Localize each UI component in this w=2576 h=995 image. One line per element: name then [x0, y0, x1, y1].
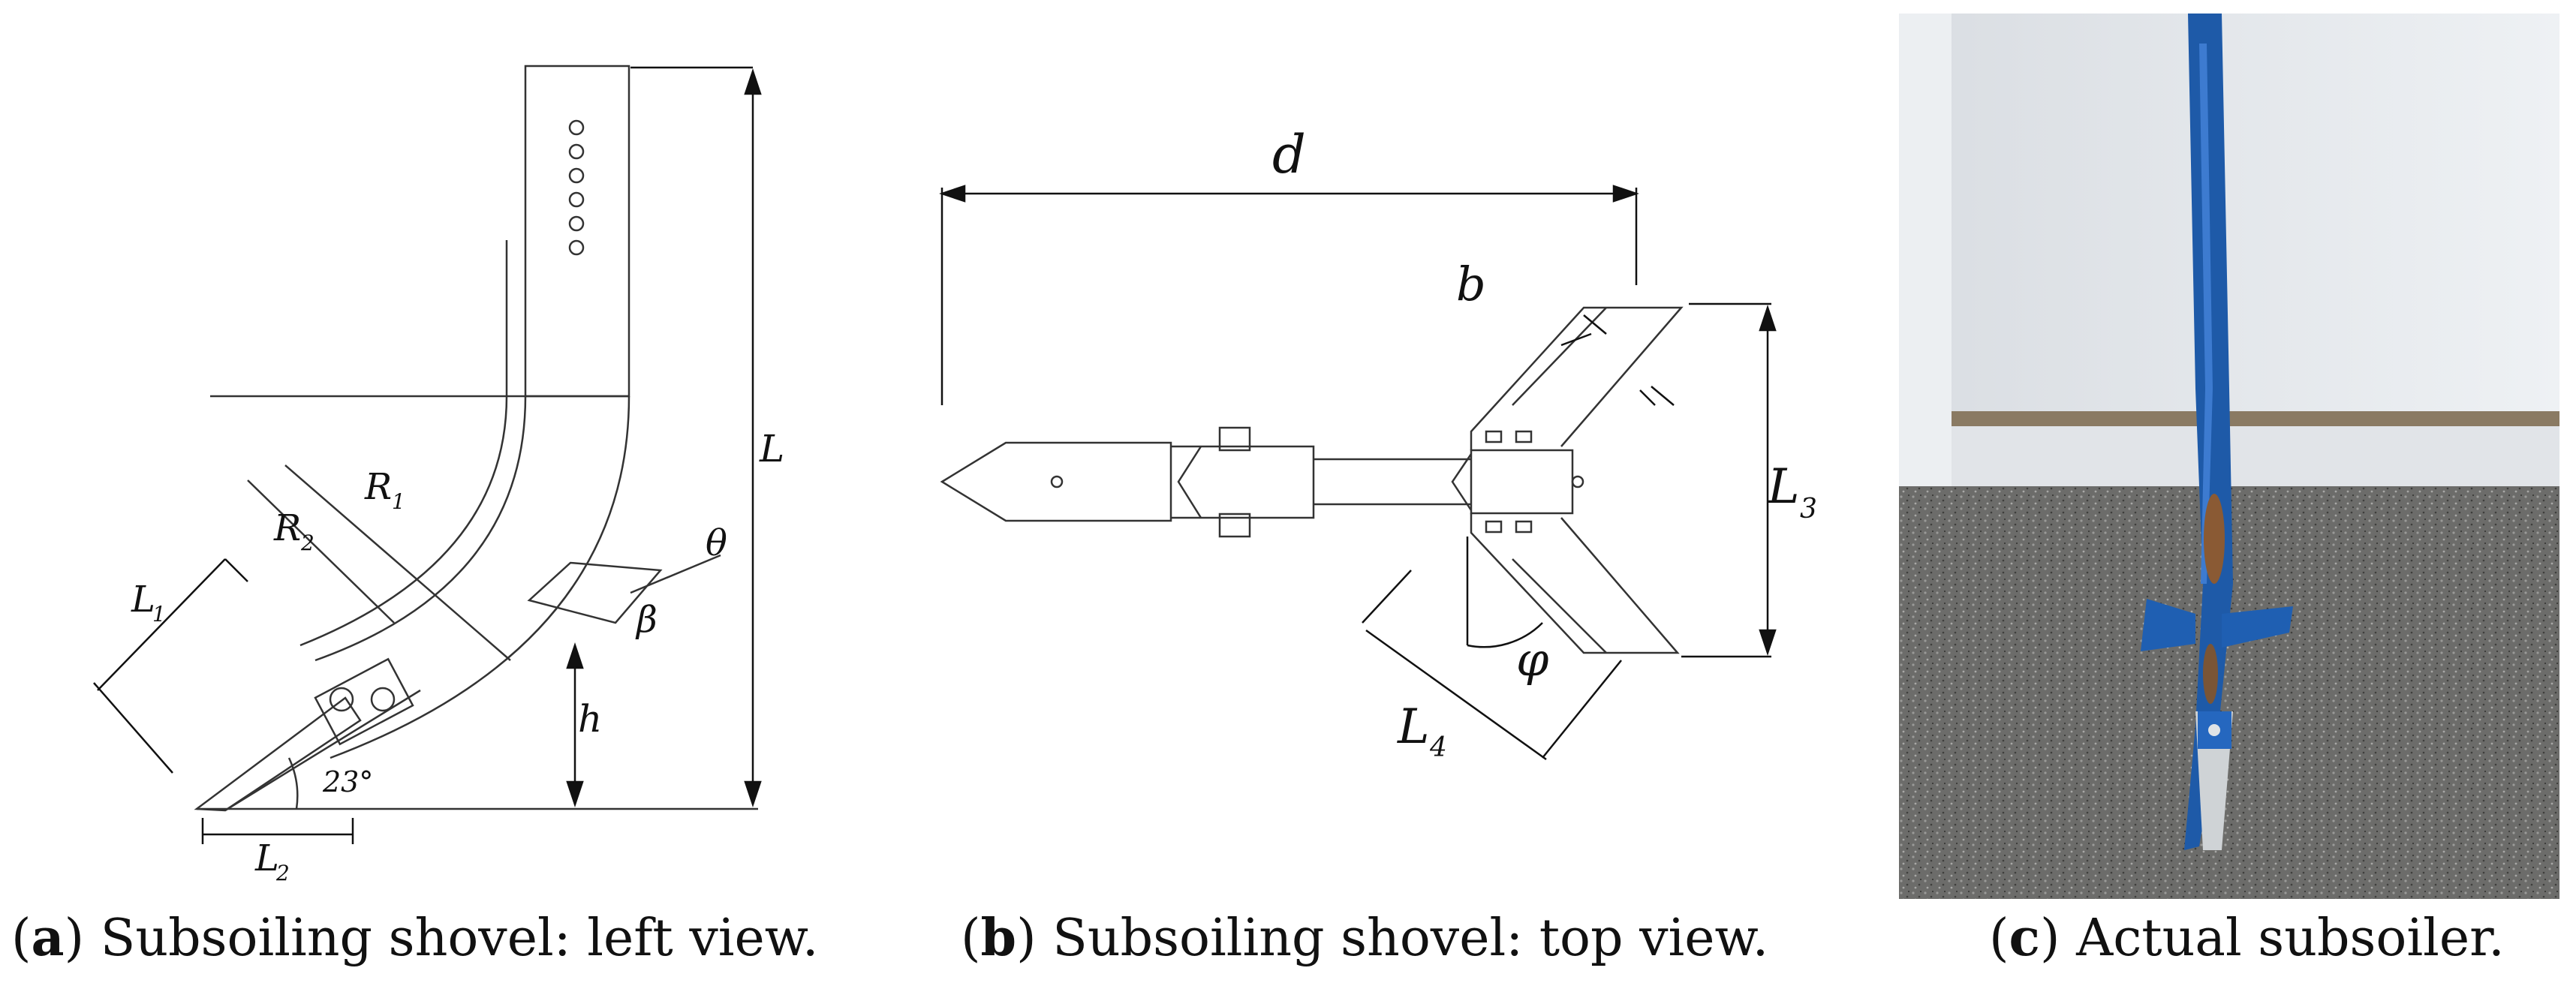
label-L4-sub: 4: [1429, 732, 1447, 763]
label-beta: β: [635, 599, 658, 641]
label-L3: L: [1767, 459, 1800, 515]
r1-line: [284, 464, 511, 661]
label-R2-sub: 2: [300, 531, 314, 555]
caption-b-letter: b: [980, 908, 1017, 968]
label-L2-sub: 2: [275, 861, 290, 885]
caption-a: (a) Subsoiling shovel: left view.: [11, 908, 819, 968]
label-L2: L: [254, 837, 279, 879]
caption-a-letter: a: [31, 908, 65, 968]
upper-wing: [1470, 306, 1684, 450]
caption-c: (c) Actual subsoiler.: [1989, 908, 2505, 968]
label-theta: θ: [706, 522, 727, 564]
label-L1-sub: 1: [152, 602, 166, 627]
bolt-bottom: [1218, 513, 1251, 538]
caption-b: (b) Subsoiling shovel: top view.: [961, 908, 1769, 968]
bolt-top: [1218, 426, 1251, 452]
caption-c-letter: c: [2009, 908, 2040, 968]
label-phi: φ: [1516, 632, 1549, 687]
hub: [1470, 449, 1574, 515]
r2-line: [247, 479, 395, 624]
L4-dimension: [1365, 629, 1547, 761]
label-L1: L: [131, 579, 155, 621]
label-R1: R: [364, 466, 392, 508]
caption-a-text: Subsoiling shovel: left view.: [100, 909, 819, 968]
label-b: b: [1456, 257, 1486, 311]
caption-c-text: Actual subsoiler.: [2076, 909, 2505, 968]
left-view-drawing: L R 1 R 2 L 1 L 2 h θ β 23°: [93, 65, 784, 885]
label-R1-sub: 1: [392, 489, 405, 514]
label-L3-sub: 3: [1800, 494, 1817, 525]
caption-b-text: Subsoiling shovel: top view.: [1052, 909, 1769, 968]
label-R2: R: [273, 507, 301, 549]
top-view-drawing: d b L 3 L 4 φ: [939, 124, 1817, 763]
lower-wing: [1470, 513, 1680, 654]
label-L: L: [759, 427, 784, 470]
label-h: h: [578, 697, 602, 741]
label-angle: 23°: [322, 765, 373, 798]
outer-arc: [330, 395, 630, 759]
subsoiler-photo: [1899, 14, 2559, 899]
label-L4: L: [1397, 699, 1430, 755]
label-d: d: [1272, 124, 1306, 185]
point-tip: [940, 441, 1172, 522]
